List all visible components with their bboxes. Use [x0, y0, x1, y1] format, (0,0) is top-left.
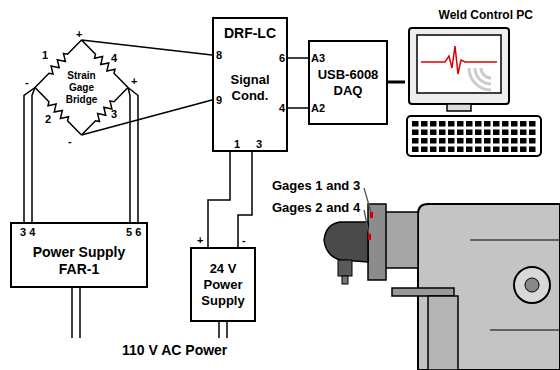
gage-number: 2: [45, 112, 51, 126]
gage-number: 1: [42, 48, 48, 62]
pin-number: 1: [234, 137, 240, 151]
node-text: Signal Cond.: [227, 72, 273, 104]
signal-conditioner-box: DRF-LC Signal Cond.: [212, 17, 288, 152]
node-title: Strain Gage Bridge: [59, 70, 105, 106]
polarity-sign: +: [197, 233, 203, 247]
pin-number: 4: [279, 101, 285, 115]
wire: [388, 81, 405, 84]
wire: [24, 88, 35, 223]
wire: [288, 107, 308, 109]
pin-name: A3: [311, 51, 325, 65]
leader-line: [364, 188, 371, 234]
pin-number: 3 4: [20, 225, 35, 239]
polarity-sign: +: [76, 27, 82, 41]
node-title: DRF-LC: [224, 25, 276, 42]
polarity-sign: -: [25, 75, 29, 89]
node-title: Weld Control PC: [439, 8, 533, 23]
callout-label: Gages 1 and 3: [272, 178, 360, 194]
wire: [208, 152, 230, 247]
callout-label: Gages 2 and 4: [272, 200, 360, 216]
computer-illustration: [405, 4, 545, 164]
weld-control-pc: Weld Control PC: [405, 4, 545, 164]
pin-number: 5 6: [126, 225, 141, 239]
pin-number: 9: [216, 93, 222, 107]
wire: [128, 88, 138, 223]
polarity-sign: -: [242, 233, 246, 247]
pin-number: 3: [256, 137, 262, 151]
pin-name: A2: [311, 101, 325, 115]
wire: [82, 40, 213, 55]
pin-number: 8: [216, 48, 222, 62]
gage-number: 3: [111, 107, 117, 121]
power-supply-box: 24 V Power Supply: [190, 247, 256, 322]
gage-number: 4: [111, 51, 117, 65]
pin-number: 6: [279, 51, 285, 65]
wire: [288, 57, 308, 59]
polarity-sign: +: [131, 74, 137, 88]
wire: [128, 88, 130, 223]
wire: [82, 100, 213, 135]
polarity-sign: -: [68, 134, 72, 148]
power-label: 110 V AC Power: [122, 342, 227, 359]
node-title: USB-6008 DAQ: [316, 67, 380, 99]
wire: [238, 152, 252, 247]
node-title: Power Supply FAR-1: [28, 244, 130, 278]
node-title: 24 V Power Supply: [195, 261, 251, 309]
wire: [32, 88, 35, 223]
